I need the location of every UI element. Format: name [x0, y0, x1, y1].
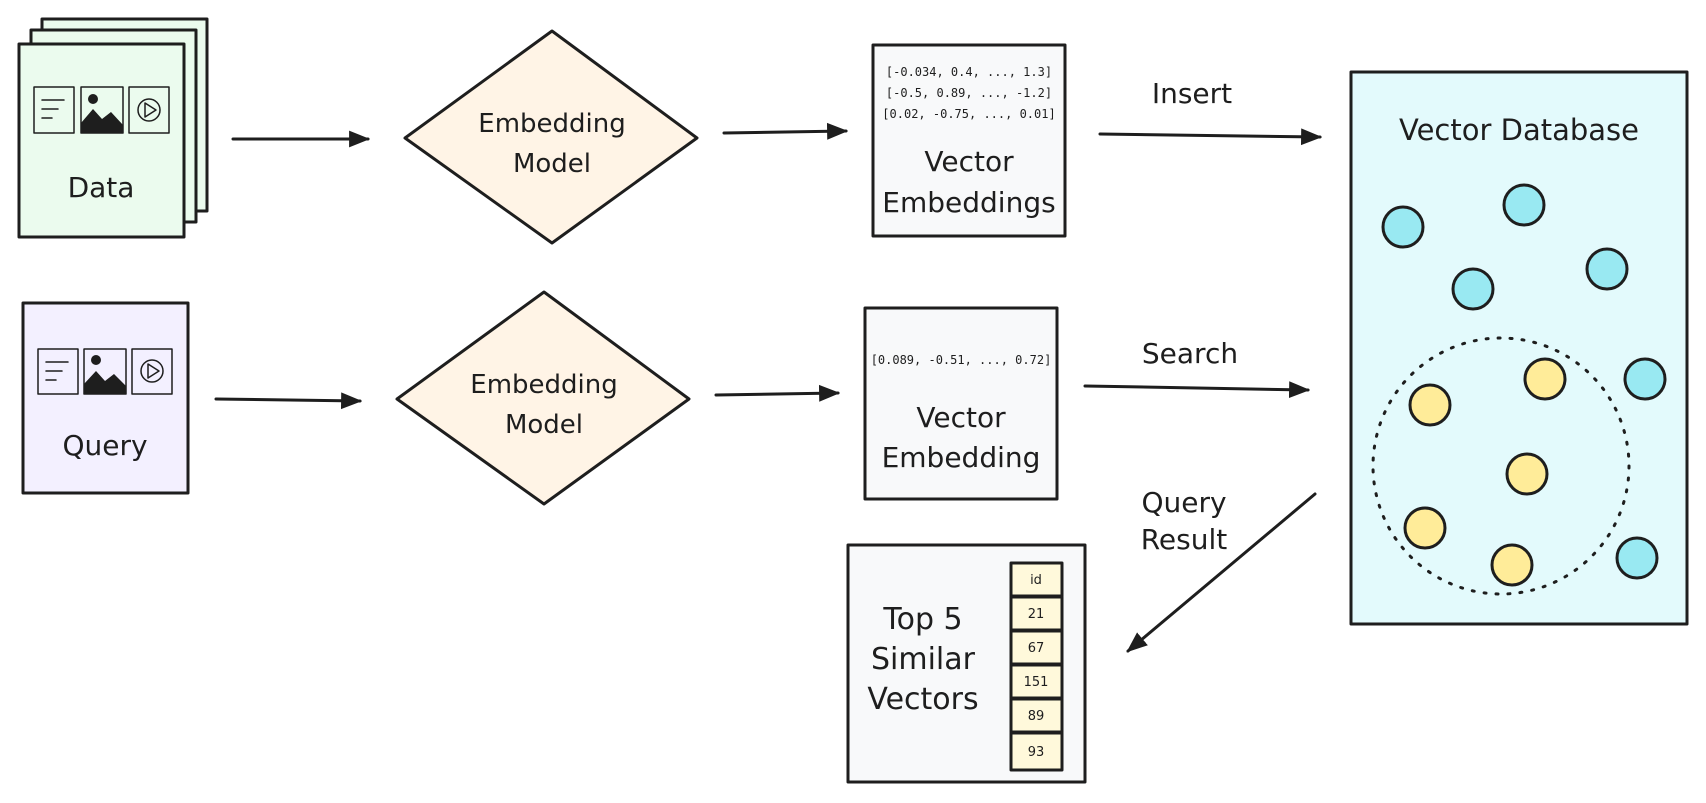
embedding-model-top[interactable]: Embedding Model [403, 29, 699, 245]
embedding-model-bottom[interactable]: Embedding Model [395, 290, 691, 506]
vector-row-3: [0.02, -0.75, ..., 0.01] [882, 107, 1055, 121]
top5-line3: Vectors [867, 682, 978, 717]
vector-embedding-line2: Embedding [882, 441, 1041, 474]
vector-embedding-node[interactable]: [0.089, -0.51, ..., 0.72] Vector Embeddi… [863, 306, 1059, 501]
data-page-front [17, 42, 186, 239]
query-node[interactable]: Query [21, 301, 190, 495]
vector-embedding-box [863, 306, 1059, 501]
similar-vector-point [1523, 357, 1567, 401]
vector-embeddings-box [871, 43, 1067, 238]
insert-label: Insert [1152, 77, 1232, 110]
image-icon [83, 348, 127, 395]
document-icon [37, 348, 79, 395]
vector-point [1502, 183, 1546, 227]
id-value: 93 [1028, 745, 1045, 760]
vector-database-node[interactable]: Vector Database [1349, 70, 1689, 626]
embedding-model-top-line1: Embedding [478, 109, 625, 139]
id-value: 67 [1028, 641, 1045, 656]
id-value: 151 [1024, 675, 1049, 690]
id-cell [1009, 595, 1064, 632]
vector-row-1: [-0.034, 0.4, ..., 1.3] [886, 65, 1052, 79]
similar-vector-point [1403, 506, 1447, 550]
vector-point [1585, 247, 1629, 291]
search-label: Search [1142, 337, 1238, 370]
vector-embeddings-node[interactable]: [-0.034, 0.4, ..., 1.3] [-0.5, 0.89, ...… [871, 43, 1067, 238]
play-icon [128, 86, 170, 134]
vector-row-2: [-0.5, 0.89, ..., -1.2] [886, 86, 1052, 100]
top5-line2: Similar [871, 642, 976, 677]
vector-point [1615, 536, 1659, 580]
arrow-query-result [1126, 492, 1317, 653]
similar-vector-point [1505, 452, 1549, 496]
embedding-model-bottom-diamond [395, 290, 691, 506]
vector-embedding-line1: Vector [916, 401, 1006, 434]
embedding-model-top-line2: Model [513, 149, 591, 179]
data-node[interactable]: Data [17, 17, 209, 239]
id-cell [1009, 697, 1064, 734]
arrow-query-to-model [214, 392, 363, 410]
id-column: id 21 67 151 89 93 [1009, 561, 1064, 772]
vector-point [1381, 205, 1425, 249]
query-result-line2: Result [1141, 523, 1228, 556]
embedding-model-top-diamond [403, 29, 699, 245]
similar-vector-point [1490, 543, 1534, 587]
query-box [21, 301, 190, 495]
query-result-line1: Query [1141, 486, 1226, 519]
top5-line1: Top 5 [882, 602, 962, 637]
arrow-model-to-embeddings [722, 122, 849, 140]
play-icon [131, 348, 173, 395]
similarity-region [1371, 336, 1631, 596]
id-value: 89 [1028, 709, 1045, 724]
similar-vector-point [1408, 383, 1452, 427]
id-value: 21 [1028, 607, 1045, 622]
arrow-search [1083, 381, 1311, 399]
id-header: id [1030, 573, 1042, 588]
vector-embeddings-line2: Embeddings [882, 186, 1055, 219]
data-label: Data [68, 171, 135, 204]
top5-results-node[interactable]: Top 5 Similar Vectors id 21 67 151 89 93 [846, 543, 1087, 784]
embedding-model-bottom-line2: Model [505, 410, 583, 440]
vector-database-title: Vector Database [1399, 113, 1639, 147]
image-icon [80, 86, 124, 134]
arrow-model-to-embedding [714, 384, 841, 402]
vector-embeddings-line1: Vector [924, 145, 1014, 178]
arrow-insert [1098, 128, 1323, 146]
id-cell [1009, 731, 1064, 772]
embedding-model-bottom-line1: Embedding [470, 370, 617, 400]
vector-point [1623, 357, 1667, 401]
vector-point [1451, 267, 1495, 311]
document-icon [33, 86, 75, 134]
query-vector-row: [0.089, -0.51, ..., 0.72] [871, 353, 1052, 367]
query-label: Query [62, 429, 147, 462]
